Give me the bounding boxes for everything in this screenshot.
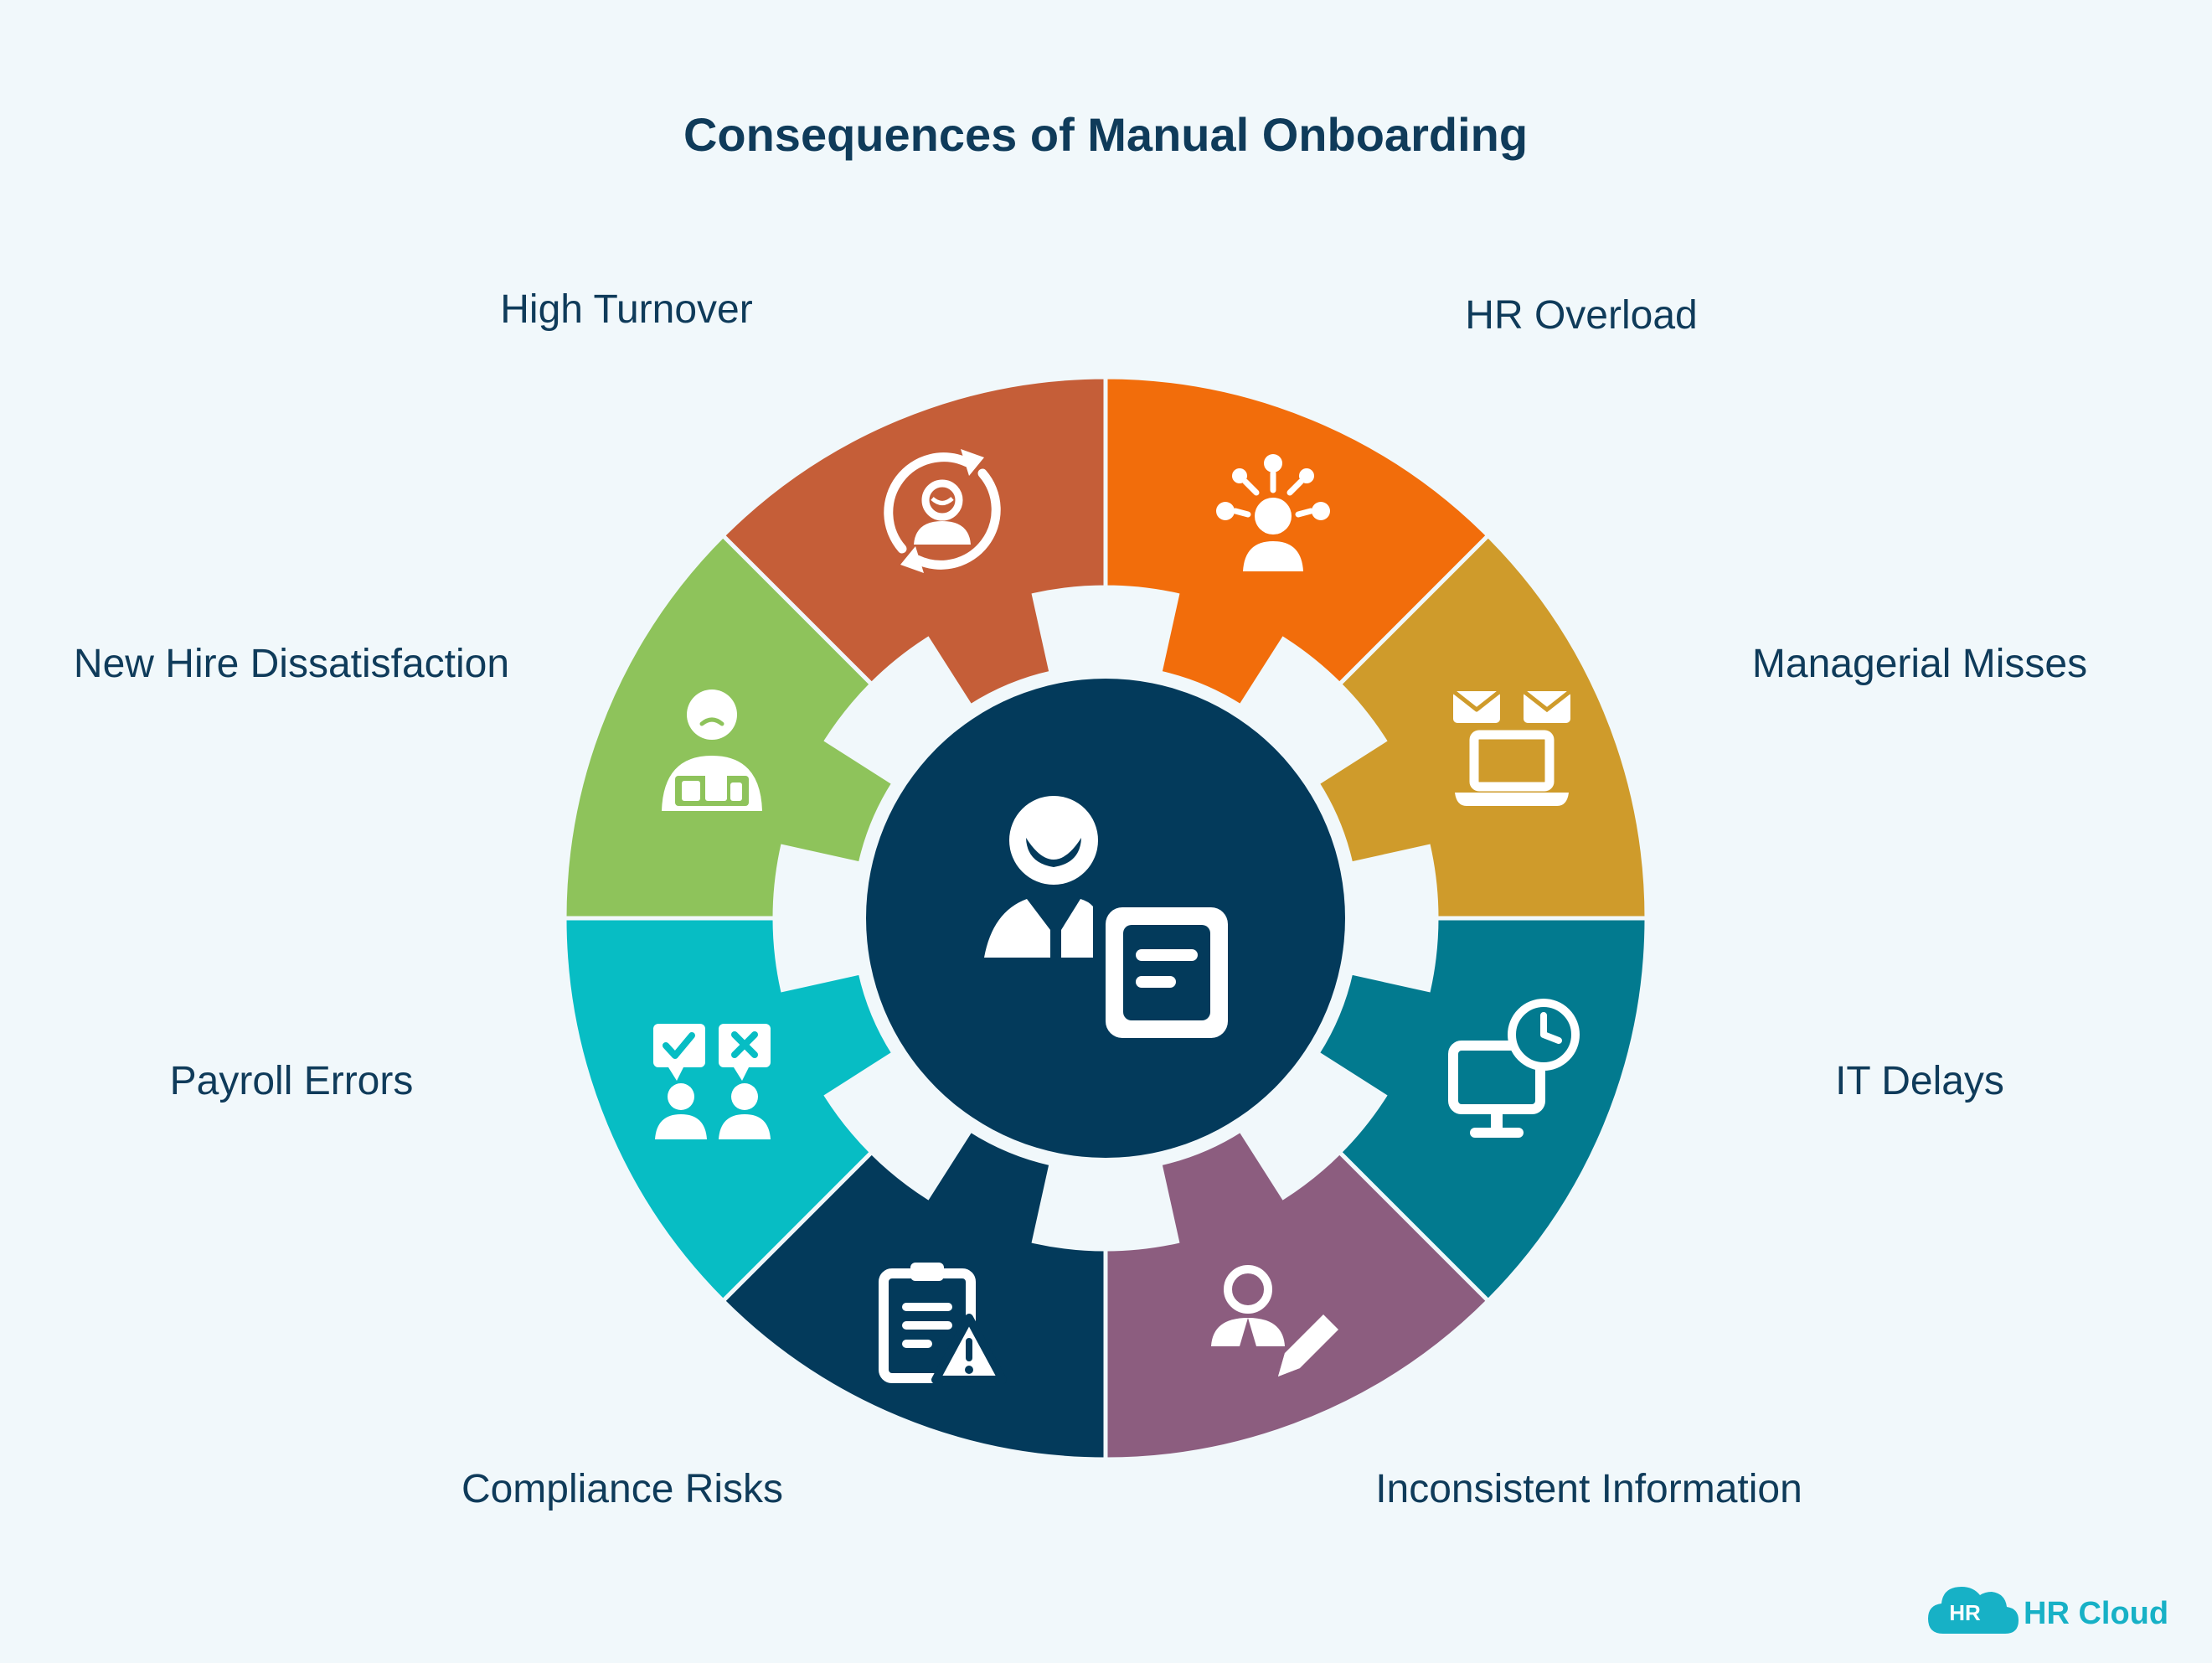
person-document-icon	[984, 796, 1228, 1038]
label-it-delays: IT Delays	[1835, 1059, 2004, 1103]
label-high-turnover: High Turnover	[500, 287, 752, 332]
hub-person-icon	[1216, 454, 1330, 571]
logo-badge: HR	[1949, 1600, 1981, 1625]
label-managerial-misses: Managerial Misses	[1752, 642, 2087, 686]
laptop-mail-icon	[1451, 689, 1572, 806]
approval-people-icon	[653, 1024, 771, 1139]
monitor-clock-icon	[1448, 999, 1580, 1138]
unhappy-person-icon	[662, 689, 762, 811]
label-new-hire-dissatisfaction: New Hire Dissatisfaction	[74, 642, 509, 686]
label-compliance-risks: Compliance Risks	[461, 1467, 783, 1511]
label-payroll-errors: Payroll Errors	[170, 1059, 414, 1103]
logo-name: HR Cloud	[2024, 1596, 2168, 1631]
person-cycle-icon	[884, 449, 1001, 573]
center-circle	[866, 679, 1345, 1158]
clipboard-warning-icon	[879, 1263, 1007, 1384]
person-pencil-icon	[1211, 1265, 1338, 1376]
hr-cloud-logo: HR HR Cloud	[1928, 1587, 2168, 1634]
page-title: Consequences of Manual Onboarding	[683, 108, 1528, 161]
label-hr-overload: HR Overload	[1465, 293, 1697, 338]
label-inconsistent-information: Inconsistent Information	[1375, 1467, 1802, 1511]
